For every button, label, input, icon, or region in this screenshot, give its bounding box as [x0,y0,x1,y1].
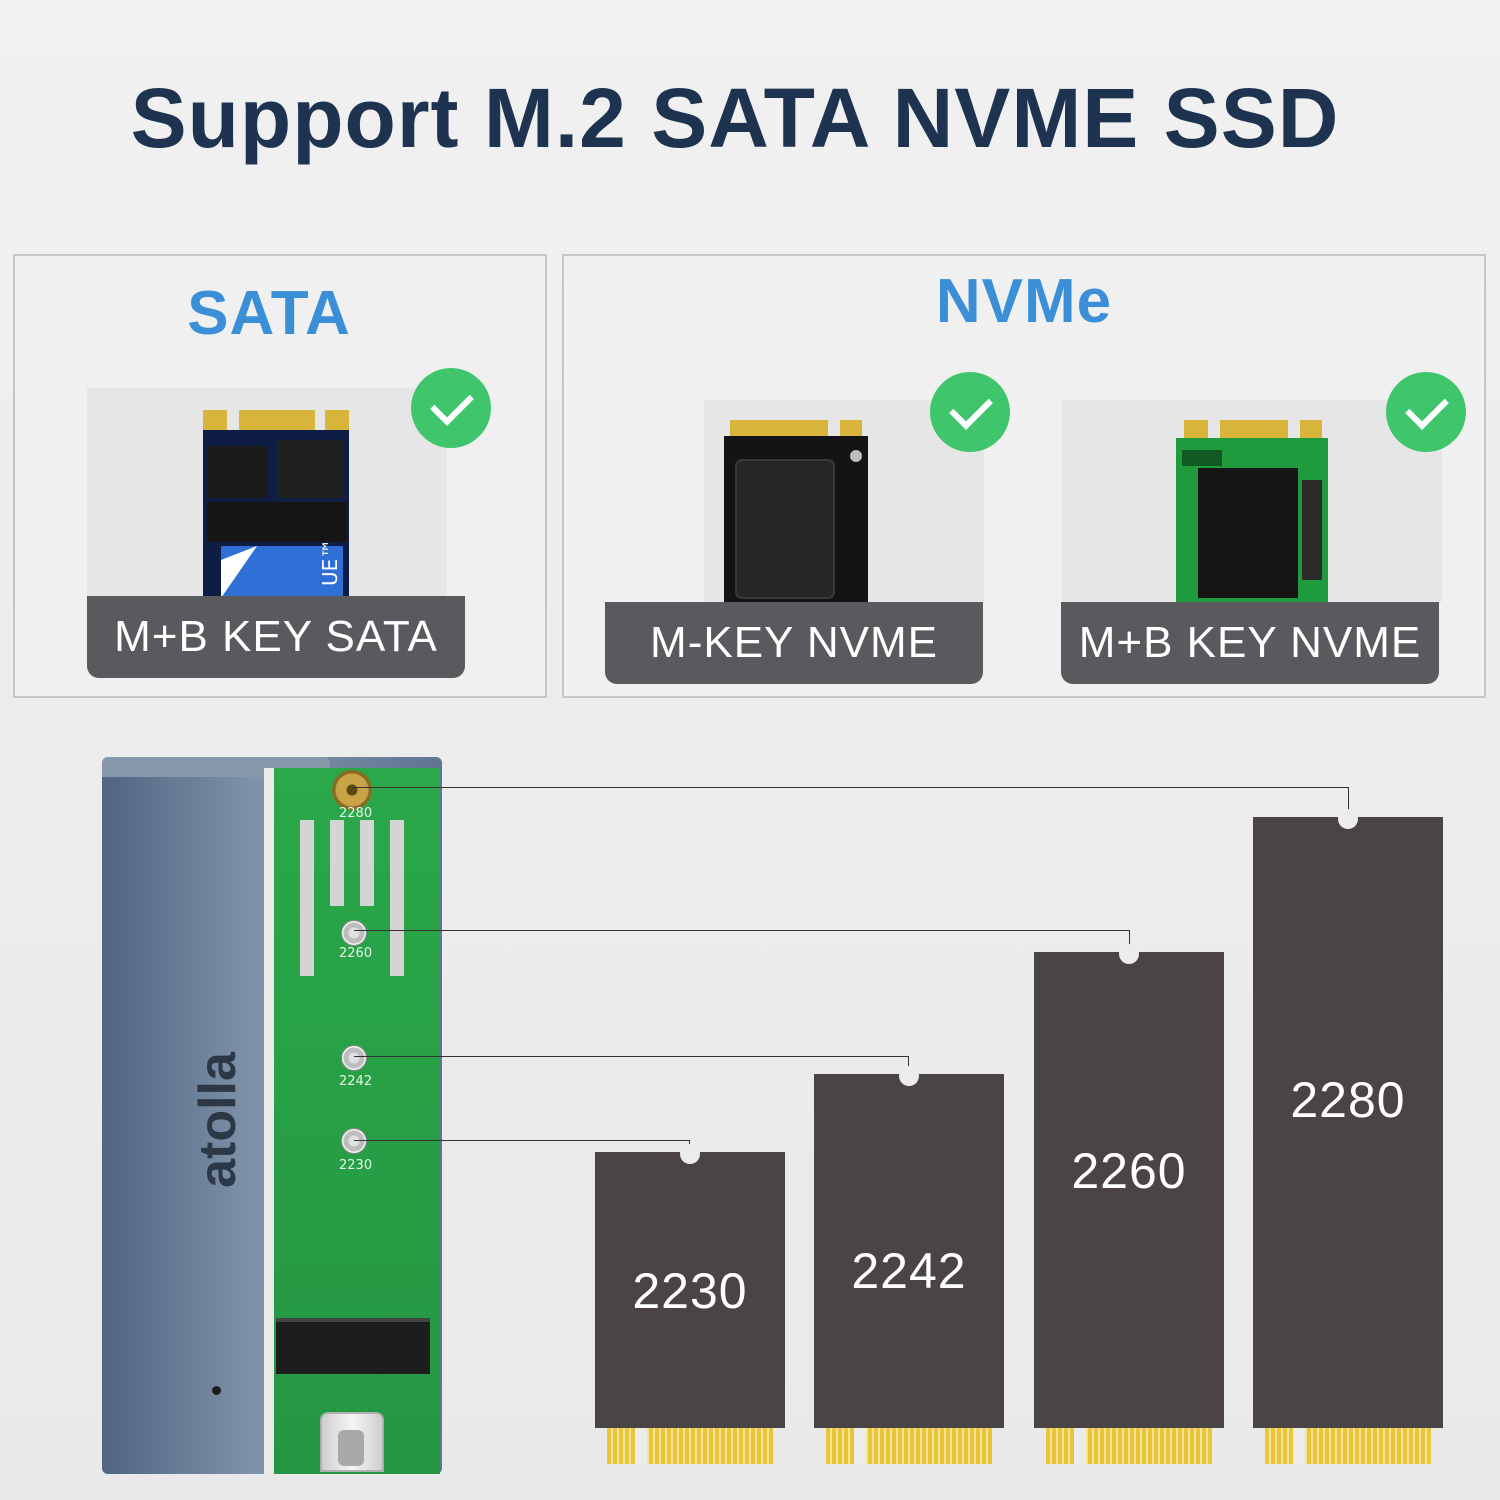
headline: Support M.2 SATA NVME SSD [130,71,1340,165]
pcb-bar [300,820,314,976]
pcb-bar [360,820,374,906]
mbkey-ssd-image [1176,420,1328,602]
pcb-bar [330,820,344,906]
size-label-2230: 2230 [632,1263,748,1319]
size-label-2260: 2260 [1071,1143,1187,1199]
sata-label-bar: M+B KEY SATA [87,596,465,678]
contact-key [1293,1428,1305,1464]
gold-contacts [607,1428,773,1464]
card-notch [1119,944,1139,964]
pcb-bar [390,820,404,976]
mkey-check-icon [930,372,1010,452]
mark-2280: 2280 [339,806,373,821]
sata-title: SATA [187,279,351,348]
size-card-2260: 2260 [1034,944,1224,1464]
sata-ssd-image: UE™ [197,410,355,598]
card-notch [899,1066,919,1086]
sata-box: SATA UE™ M+B KEY SATA [13,254,547,698]
mkey-label-bar: M-KEY NVME [605,602,983,684]
m2-connector [276,1318,430,1374]
mark-2242: 2242 [339,1074,373,1089]
leader-2280-h [352,787,1348,788]
nvme-title: NVMe [935,267,1113,336]
card-notch [680,1144,700,1164]
size-card-2230: 2230 [595,1144,785,1464]
leader-2280-v [1348,787,1349,819]
sata-check-icon [411,368,491,448]
sata-ssd-svg: UE™ [203,410,349,598]
gold-contacts [1046,1428,1212,1464]
brand-logo: atolla [189,1052,247,1188]
mbkey-ssd-svg [1176,420,1328,602]
size-label-2280: 2280 [1290,1072,1406,1128]
contact-key [1074,1428,1086,1464]
sata-sticker-text: UE™ [318,539,342,586]
gold-contacts [1265,1428,1431,1464]
card-notch [1338,809,1358,829]
contact-key [635,1428,647,1464]
standoff-2260 [341,920,367,946]
mkey-ssd-svg [724,420,868,602]
mbkey-label-bar: M+B KEY NVME [1061,602,1439,684]
nvme-box: NVMe M-KEY NVME M+B KEY NVME [562,254,1486,698]
standoff-2242 [341,1045,367,1071]
contact-key [854,1428,866,1464]
mark-2230: 2230 [339,1158,373,1173]
leader-2260-h [354,930,1129,931]
mbkey-check-icon [1386,372,1466,452]
mkey-ssd-image [724,420,868,602]
leader-2230-h [354,1140,689,1141]
usb-c-port-opening [338,1430,364,1466]
leader-2260-v [1129,930,1130,954]
screw-2280 [332,770,372,810]
size-label-2242: 2242 [851,1243,967,1299]
size-card-2242: 2242 [814,1066,1004,1464]
standoff-2230 [341,1128,367,1154]
leader-2242-h [354,1056,908,1057]
gold-contacts [826,1428,992,1464]
size-card-2280: 2280 [1253,809,1443,1464]
status-led [212,1386,221,1395]
mark-2260: 2260 [339,946,373,961]
